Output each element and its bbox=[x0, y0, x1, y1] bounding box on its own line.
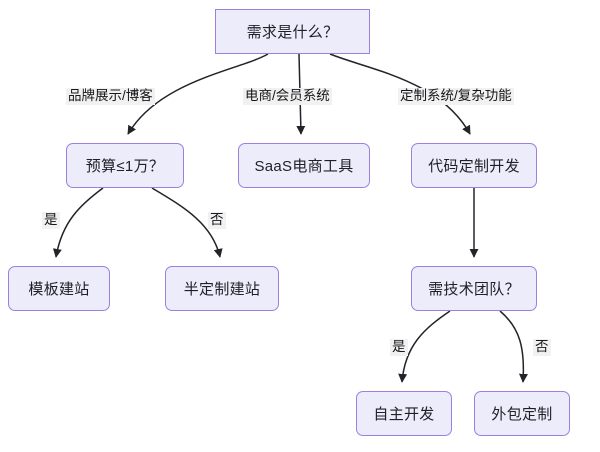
edge-team-to-inhouse bbox=[398, 310, 451, 383]
edge-label-brand-blog: 品牌展示/博客 bbox=[66, 88, 155, 105]
node-outsource-label: 外包定制 bbox=[491, 406, 553, 423]
node-semi-custom-label: 半定制建站 bbox=[183, 281, 261, 298]
node-saas[interactable]: SaaS电商工具 bbox=[238, 143, 370, 188]
edge-label-budget-no: 否 bbox=[208, 212, 226, 229]
node-need-team[interactable]: 需技术团队？ bbox=[411, 266, 537, 311]
node-budget-label: 预算≤1万？ bbox=[85, 158, 165, 175]
node-root-label: 需求是什么？ bbox=[246, 24, 339, 41]
node-template[interactable]: 模板建站 bbox=[8, 266, 110, 311]
node-custom-dev[interactable]: 代码定制开发 bbox=[411, 143, 537, 188]
edge-label-team-yes: 是 bbox=[390, 339, 408, 356]
node-saas-label: SaaS电商工具 bbox=[254, 158, 354, 175]
edge-budget-to-semicustom bbox=[151, 187, 223, 258]
edge-label-ecommerce-member: 电商/会员系统 bbox=[243, 88, 332, 105]
edge-label-custom-complex: 定制系统/复杂功能 bbox=[398, 88, 514, 105]
node-inhouse-label: 自主开发 bbox=[373, 406, 435, 423]
edge-budget-to-template bbox=[52, 187, 104, 258]
node-inhouse[interactable]: 自主开发 bbox=[356, 391, 452, 436]
node-root[interactable]: 需求是什么？ bbox=[215, 9, 370, 54]
node-need-team-label: 需技术团队？ bbox=[428, 281, 520, 298]
edge-team-to-outsource bbox=[499, 310, 528, 383]
node-template-label: 模板建站 bbox=[28, 281, 90, 298]
node-outsource[interactable]: 外包定制 bbox=[474, 391, 570, 436]
node-custom-dev-label: 代码定制开发 bbox=[428, 158, 520, 175]
node-budget[interactable]: 预算≤1万？ bbox=[66, 143, 184, 188]
edge-root-to-budget bbox=[127, 53, 269, 135]
edge-root-to-custom bbox=[329, 53, 471, 135]
edge-label-budget-yes: 是 bbox=[42, 212, 60, 229]
node-semi-custom[interactable]: 半定制建站 bbox=[165, 266, 279, 311]
edge-label-team-no: 否 bbox=[533, 339, 551, 356]
